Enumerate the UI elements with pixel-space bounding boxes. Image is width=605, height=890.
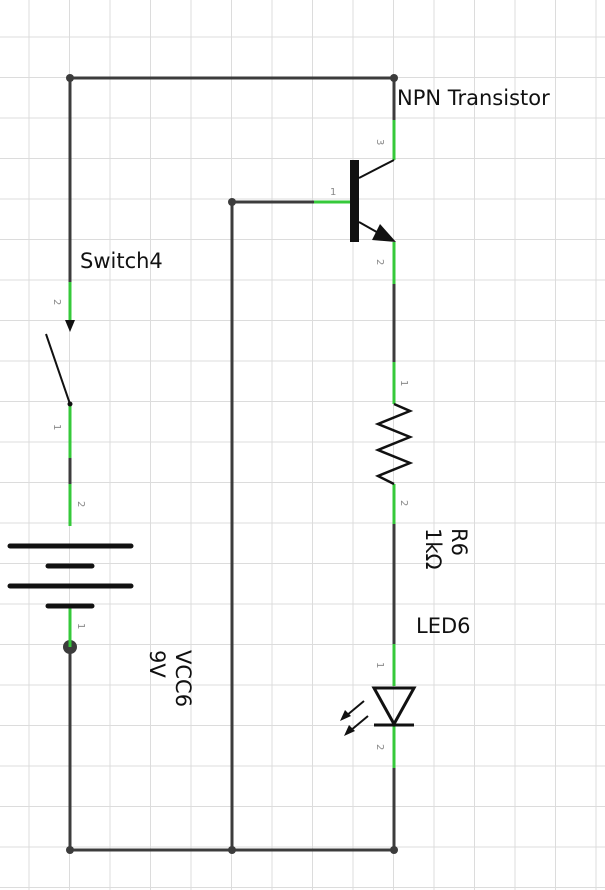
- switch-contact-arrow: [65, 320, 75, 332]
- pin-number: 1: [398, 380, 409, 386]
- pin-number: 2: [398, 500, 409, 506]
- resistor-zigzag: [374, 402, 414, 486]
- led-triangle: [371, 686, 417, 728]
- transistor-collector-line: [358, 159, 395, 179]
- pin-number: 2: [75, 501, 86, 507]
- pin-leads: [68, 120, 396, 768]
- pin-number: 1: [75, 623, 86, 629]
- component-labels: NPN Transistor Switch4 LED6 R6 1kΩ VCC6 …: [80, 86, 550, 707]
- junction-dot: [390, 846, 398, 854]
- junction-dot: [228, 198, 236, 206]
- junction-dot: [228, 846, 236, 854]
- pin-number: 1: [51, 424, 62, 430]
- junction-dot: [66, 74, 74, 82]
- pin-numbers: 3 1 2 2 1 2 1 1 2 1 2: [51, 139, 409, 750]
- led-light-arrows: [340, 700, 369, 736]
- wire-base[interactable]: [230, 200, 316, 852]
- switch-pivot: [67, 401, 73, 407]
- battery-value-label: 9V: [145, 650, 169, 678]
- led-name-label: LED6: [416, 614, 471, 638]
- npn-transistor-symbol[interactable]: [350, 159, 396, 242]
- transistor-emitter-arrow: [372, 224, 396, 242]
- junction-dots: [63, 74, 398, 854]
- transistor-name-label: NPN Transistor: [397, 86, 550, 110]
- pin-number: 1: [374, 662, 385, 668]
- switch-lever: [45, 333, 71, 405]
- junction-dot: [66, 846, 74, 854]
- switch-symbol[interactable]: [45, 320, 75, 407]
- resistor-value-label: 1kΩ: [421, 528, 445, 570]
- pin-number: 1: [330, 187, 336, 198]
- junction-dot: [390, 74, 398, 82]
- battery-name-label: VCC6: [171, 650, 195, 707]
- pin-number: 2: [51, 299, 62, 305]
- led-symbol[interactable]: [340, 686, 417, 736]
- resistor-name-label: R6: [447, 528, 471, 556]
- switch-name-label: Switch4: [80, 249, 163, 273]
- pin-number: 2: [374, 259, 385, 265]
- pin-number: 2: [374, 744, 385, 750]
- battery-symbol[interactable]: [7, 543, 134, 609]
- transistor-base-bar: [350, 160, 359, 242]
- resistor-symbol[interactable]: [374, 402, 414, 486]
- pin-number: 3: [374, 139, 385, 145]
